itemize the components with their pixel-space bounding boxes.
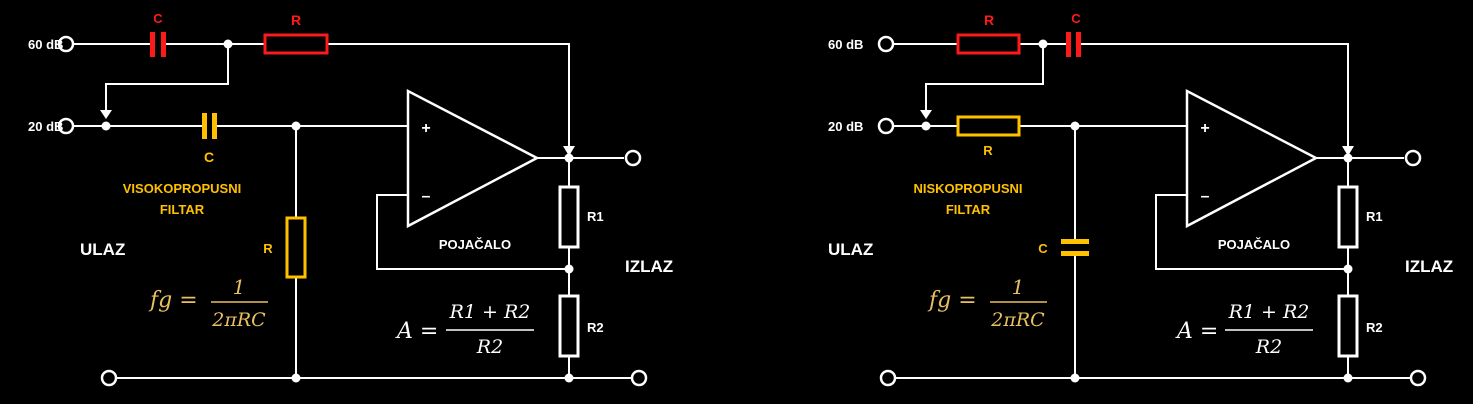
resistor-r1	[558, 185, 580, 249]
lowpass-circuit: 60 dB 20 dB R C R NISKOPROPUSNI FILTAR C…	[828, 11, 1453, 387]
filter-resistor	[285, 216, 307, 279]
output-label: IZLAZ	[625, 257, 673, 276]
filter-res-label: R	[983, 143, 993, 158]
feedback-resistor	[956, 33, 1021, 55]
resistor-r1	[1337, 185, 1359, 249]
arrow-head	[920, 110, 932, 119]
input-label: ULAZ	[828, 240, 873, 259]
feedback-res-label: R	[984, 12, 994, 28]
r1-label: R1	[587, 209, 604, 224]
gain-lhs: A =	[395, 319, 438, 344]
arrow-head	[100, 110, 112, 119]
wire-tap	[925, 44, 1044, 112]
junction-dot	[1038, 39, 1048, 49]
fg-lhs: fg =	[148, 288, 198, 313]
feedback-capacitor	[1066, 32, 1081, 57]
fg-lhs: fg =	[927, 288, 977, 313]
filter-capacitor	[202, 113, 217, 139]
terminal-output	[624, 149, 642, 167]
terminal-20db	[877, 117, 895, 135]
junction-dot	[1343, 153, 1353, 163]
feedback-res-label: R	[291, 12, 301, 28]
amplifier-label: POJAČALO	[1218, 237, 1290, 252]
opamp-plus: +	[421, 120, 430, 137]
output-label: IZLAZ	[1405, 257, 1453, 276]
input-60db-label: 60 dB	[28, 37, 63, 52]
terminal-ground-out	[630, 369, 648, 387]
feedback-capacitor	[150, 32, 166, 57]
filter-title-line1: VISOKOPROPUSNI	[123, 181, 241, 196]
input-20db-label: 20 dB	[828, 119, 863, 134]
filter-title-line2: FILTAR	[160, 202, 205, 217]
cutoff-formula: fg = 1 2πRC	[927, 275, 1047, 331]
junction-dot	[564, 264, 574, 274]
gain-lhs: A =	[1175, 319, 1218, 344]
gain-formula: A = R1 + R2 R2	[1175, 301, 1313, 358]
filter-title-line1: NISKOPROPUSNI	[913, 181, 1022, 196]
feedback-cap-label: C	[153, 11, 163, 26]
fg-numerator: 1	[233, 275, 246, 299]
r2-label: R2	[587, 320, 604, 335]
junction-dot	[1343, 264, 1353, 274]
gain-numerator: R1 + R2	[449, 301, 531, 323]
opamp-plus: +	[1200, 120, 1209, 137]
junction-dot	[1343, 373, 1353, 383]
junction-dot	[101, 121, 111, 131]
junction-dot	[564, 153, 574, 163]
arrow-head	[563, 146, 575, 156]
gain-denominator: R2	[476, 336, 503, 358]
terminal-output	[1404, 149, 1422, 167]
filter-cap-label: C	[1038, 241, 1048, 256]
junction-dot	[1070, 373, 1080, 383]
amplifier-label: POJAČALO	[439, 237, 511, 252]
highpass-circuit: 60 dB 20 dB C R C VISOKOPROPUSNI FILTAR …	[28, 11, 673, 387]
input-20db-label: 20 dB	[28, 119, 63, 134]
r2-label: R2	[1366, 320, 1383, 335]
fg-numerator: 1	[1012, 275, 1025, 299]
wire-feedback	[1155, 194, 1348, 270]
feedback-cap-label: C	[1071, 11, 1081, 26]
terminal-ground-in	[879, 369, 897, 387]
junction-dot	[291, 373, 301, 383]
junction-dot	[921, 121, 931, 131]
terminal-ground-in	[100, 369, 118, 387]
input-label: ULAZ	[80, 240, 125, 259]
wire-tap	[105, 44, 229, 112]
fg-denominator: 2πRC	[990, 309, 1045, 331]
junction-dot	[223, 39, 233, 49]
opamp-triangle	[406, 88, 540, 229]
junction-dot	[291, 121, 301, 131]
filter-resistor	[956, 115, 1021, 137]
terminal-60db	[877, 35, 895, 53]
cutoff-formula: fg = 1 2πRC	[148, 275, 268, 331]
r1-label: R1	[1366, 209, 1383, 224]
terminal-20db	[57, 117, 75, 135]
resistor-r2	[558, 294, 580, 358]
feedback-resistor	[263, 33, 329, 55]
filter-cap-label: C	[204, 149, 214, 165]
opamp-minus: –	[422, 188, 431, 205]
wire-60db	[73, 43, 570, 150]
opamp-minus: –	[1201, 188, 1210, 205]
gain-denominator: R2	[1255, 336, 1282, 358]
filter-title-line2: FILTAR	[946, 202, 991, 217]
arrow-head	[1342, 146, 1354, 156]
junction-dot	[564, 373, 574, 383]
wire-feedback	[376, 194, 569, 270]
resistor-r2	[1337, 294, 1359, 358]
terminal-60db	[57, 35, 75, 53]
gain-numerator: R1 + R2	[1228, 301, 1310, 323]
terminal-ground-out	[1409, 369, 1427, 387]
junction-dot	[1070, 121, 1080, 131]
input-60db-label: 60 dB	[828, 37, 863, 52]
fg-denominator: 2πRC	[211, 309, 266, 331]
gain-formula: A = R1 + R2 R2	[395, 301, 534, 358]
opamp-triangle	[1185, 88, 1319, 229]
filter-capacitor	[1061, 239, 1089, 256]
filter-res-label: R	[263, 241, 273, 256]
